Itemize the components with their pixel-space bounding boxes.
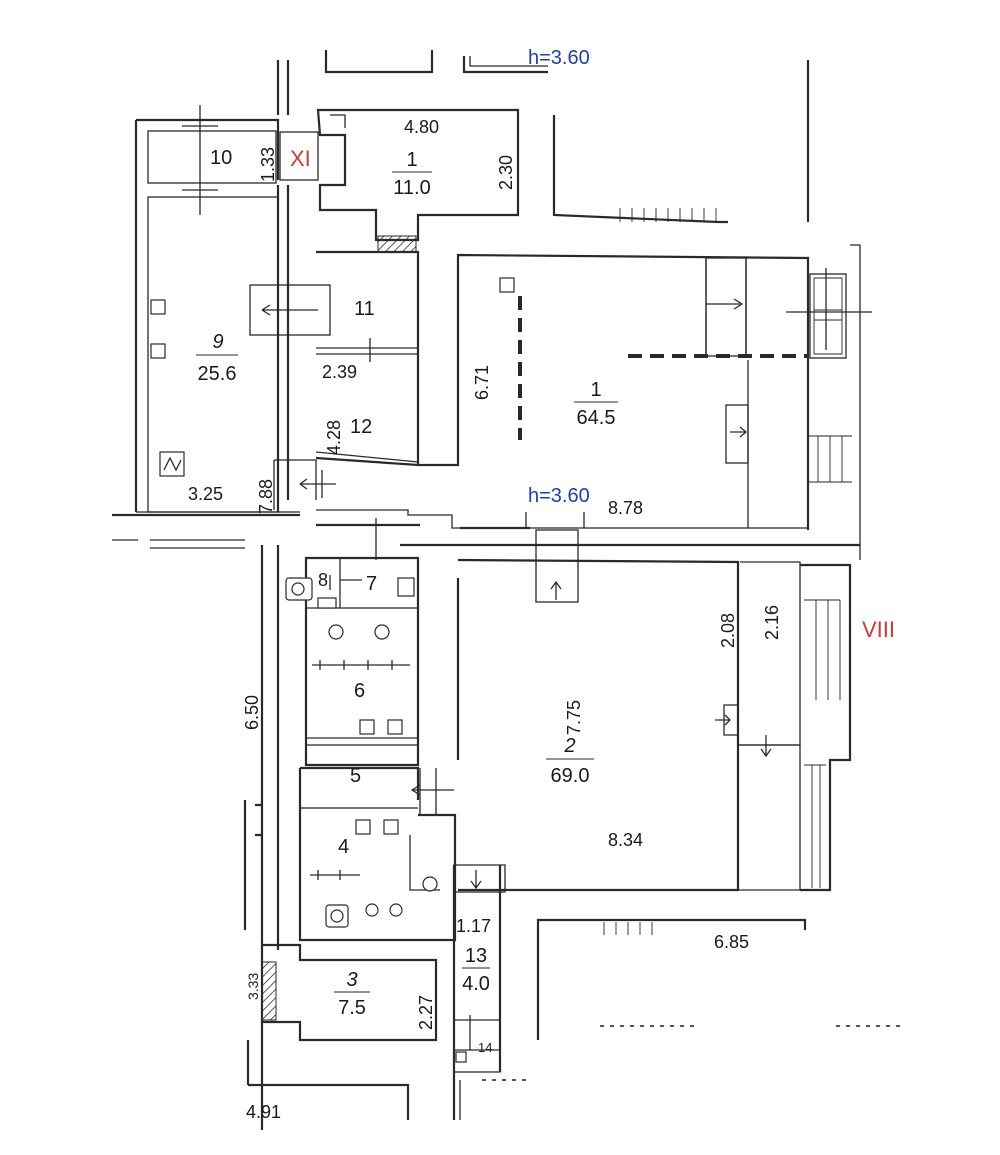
- height-label-top: h=3.60: [528, 47, 590, 69]
- room-4-number: 4: [338, 836, 349, 858]
- top-wall-fragments: [276, 50, 810, 224]
- room-2: [400, 529, 860, 892]
- dim-7-75: 7.75: [564, 700, 584, 735]
- sanitary-block: [260, 518, 457, 1130]
- room-1-top-number: 1: [406, 149, 417, 171]
- room-5-number: 5: [350, 765, 361, 787]
- room-8-number: 8: [318, 570, 328, 590]
- room-10-number: 10: [210, 147, 232, 169]
- dim-1-33: 1.33: [258, 147, 278, 182]
- stairs-top: [619, 208, 717, 222]
- room-1-top-area: 11.0: [393, 177, 430, 199]
- dim-3-25: 3.25: [188, 484, 223, 504]
- left-upper-block: [112, 105, 319, 517]
- rooms-11-12: [249, 250, 420, 510]
- room-labels: 10 1 11.0 9 25.6 11 12 1 64.5 2 69.0 8 7…: [196, 147, 618, 1055]
- room-11-number: 11: [354, 298, 375, 320]
- dim-2-27: 2.27: [416, 995, 436, 1030]
- dim-2-16: 2.16: [762, 605, 782, 640]
- section-label-xi: XI: [290, 146, 311, 171]
- dim-6-71: 6.71: [472, 365, 492, 400]
- room-6-number: 6: [354, 680, 365, 702]
- dim-4-28: 4.28: [324, 420, 344, 455]
- dim-7-88: 7.88: [256, 479, 276, 514]
- room-1-main-area: 64.5: [577, 407, 616, 429]
- dim-1-17: 1.17: [456, 916, 491, 936]
- room-1-main-number: 1: [590, 379, 601, 401]
- bottom-right-area: [536, 918, 900, 1040]
- dim-3-33: 3.33: [245, 973, 261, 1000]
- dim-2-30: 2.30: [496, 155, 516, 190]
- dim-8-78: 8.78: [608, 498, 643, 518]
- dim-6-85: 6.85: [714, 932, 749, 952]
- dim-6-50: 6.50: [242, 695, 262, 730]
- dim-2-39: 2.39: [322, 362, 357, 382]
- dim-2-08: 2.08: [718, 613, 738, 648]
- height-labels: h=3.60 h=3.60: [528, 47, 590, 507]
- room-7-number: 7: [366, 573, 377, 595]
- room-13-area: 4.0: [462, 973, 490, 995]
- room-9-area: 25.6: [198, 363, 237, 385]
- height-label-mid: h=3.60: [528, 485, 590, 507]
- bottom-left-fragments: [112, 539, 410, 1120]
- dim-4-91: 4.91: [246, 1102, 281, 1122]
- room-1-top: [316, 108, 520, 253]
- room-12-number: 12: [350, 416, 372, 438]
- room-1-main: [316, 244, 872, 560]
- room-3-area: 7.5: [338, 997, 366, 1019]
- dim-4-80: 4.80: [404, 117, 439, 137]
- rooms-3-13-14: [261, 864, 530, 1120]
- room-3-number: 3: [346, 969, 357, 991]
- room-13-number: 13: [465, 945, 487, 967]
- room-14-number: 14: [478, 1040, 492, 1055]
- section-labels: XI VIII: [290, 146, 895, 642]
- section-label-viii: VIII: [862, 617, 895, 642]
- dimension-labels: 4.80 2.30 1.33 2.39 4.28 6.71 3.25 7.88 …: [188, 117, 782, 1122]
- room-2-number: 2: [563, 735, 575, 757]
- room-2-area: 69.0: [551, 765, 590, 787]
- room-9-number: 9: [212, 331, 223, 353]
- dim-8-34: 8.34: [608, 830, 643, 850]
